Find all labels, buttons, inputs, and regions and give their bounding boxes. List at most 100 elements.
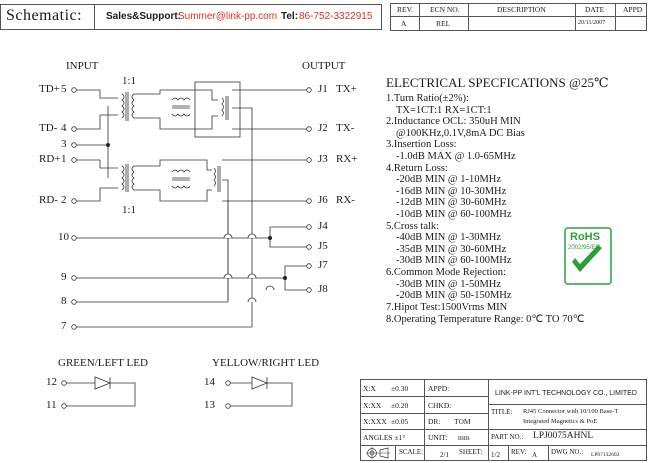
pin-circle [306,224,312,230]
wire-9 [76,265,307,279]
appd-header: APPD [623,5,643,14]
tx-wire [76,114,118,130]
spec-line: 6.Common Mode Rejection: [386,267,506,278]
tx-primary-coil [121,93,125,119]
rev-block-value: A [532,451,538,459]
sheet-value: 1/2 [491,451,500,459]
pin-circle [71,126,77,132]
rx-secondary-coil [131,165,135,191]
specs-title: ELECTRICAL SPECFICATIONS @25℃ [386,75,609,90]
pin-num-1: 1 [61,153,67,165]
spec-line: -35dB MIN @ 30-60MHz [396,243,507,255]
tx-choke [171,97,191,117]
tb-hline [488,404,647,405]
ratio-top: 1:1 [122,75,137,87]
header-box [0,4,382,30]
schematic-label: Schematic: [6,7,83,24]
pin-j4: J4 [318,220,328,232]
pin-circle [71,235,77,241]
pin-circle [71,324,77,330]
tb-hline [360,445,647,446]
pin-num-10: 10 [58,231,69,243]
tel-label: Tel: [281,11,299,22]
pin-circle [306,87,312,93]
junction-dot [283,276,287,280]
pin-circle [71,87,77,93]
dwg-value: LP07132602 [591,452,620,458]
spec-line: -16dB MIN @ 10-30MHz [396,185,507,197]
tb-hline [360,413,488,414]
title-line-1: RJ45 Connector with 10/100 Base-T [523,408,619,415]
ratio-bottom: 1:1 [122,204,137,216]
pin-circle [71,275,77,281]
dr-value: TOM [454,417,471,426]
support-email: Summer@link-pp.com [178,11,278,22]
pin-j1: J1 [318,83,328,95]
projection-cross [366,447,390,459]
projection-cone [379,447,389,459]
spec-line: -20dB MIN @ 1-10MHz [396,174,502,186]
tb-vline [488,379,489,461]
green-led-wire [66,382,136,407]
crossover-arc [265,285,275,291]
tx-wire [200,89,218,130]
rohs-sub: 2002/95/EC [568,245,600,251]
rohs-check [572,245,602,272]
spec-line: -10dB MIN @ 60-100MHz [396,209,512,220]
wire-7 [76,230,253,328]
crossover-arc [247,233,257,239]
spec-line: -30dB MIN @ 60-100MHz [396,255,512,267]
header-divider [94,4,95,30]
pin-num-12: 12 [46,376,57,388]
pin-circle [71,142,77,148]
rev-vline [615,3,616,31]
pin-circle [306,263,312,269]
description-header: DESCRIPTION [497,5,546,14]
pin-name-td-plus: TD+ [39,83,60,95]
pin-circle [306,287,312,293]
company-name: LINK-PP INT'L TECHNOLOGY CO., LIMITED [495,390,637,397]
pin-num-5: 5 [61,83,67,95]
pin-num-13: 13 [204,399,215,411]
green-led-label: GREEN/LEFT LED [58,357,148,369]
spec-line: 8.Operating Temperature Range: 0℃ TO 70℃ [386,314,585,326]
pin-j5: J5 [318,240,328,252]
rx-wire [76,159,118,169]
title-line-2: Integrated Magnetics & PoE [523,418,598,425]
yellow-led-diode [251,376,269,390]
rev-vline [575,3,576,31]
pin-circle [71,157,77,163]
tx-wire [76,89,118,99]
rx-wire [200,159,212,202]
date-value: 20/11/2007 [578,20,606,26]
ecn-value: REL [436,19,451,28]
spec-line: 7.Hipot Test:1500Vrms MIN [386,301,508,313]
output-label: OUTPUT [302,60,346,72]
pin-j3-signal: RX+ [336,153,358,165]
scale-label: SCALE: [399,448,424,456]
pin-num-8: 8 [61,295,67,307]
pin-name-rd-minus: RD- [39,194,58,206]
spec-line: 5.Cross talk: [386,220,440,232]
pin-num-14: 14 [204,376,215,388]
green-led-diode [94,376,112,390]
tx-block [194,81,241,138]
tb-hline [360,429,488,430]
rx-wire [134,189,200,202]
unit-label: UNIT: [428,433,448,442]
pin-num-3: 3 [61,138,67,150]
pin-circle [71,299,77,305]
pin-j3: J3 [318,153,328,165]
spec-line: 2.Inductance OCL: 350uH MIN [386,116,521,128]
spec-line: 1.Turn Ratio(±2%): [386,93,469,104]
yellow-led-label: YELLOW/RIGHT LED [212,357,320,369]
spec-line: -1.0dB MAX @ 1.0-65MHz [396,151,516,162]
pin-j8: J8 [318,283,328,295]
junction-dot [268,236,272,240]
tb-hline [488,429,647,430]
rev-hline [390,16,647,17]
rohs-logo [564,227,612,285]
wire-j5 [269,238,307,248]
tol-xxx-val: ±0.05 [391,417,409,426]
